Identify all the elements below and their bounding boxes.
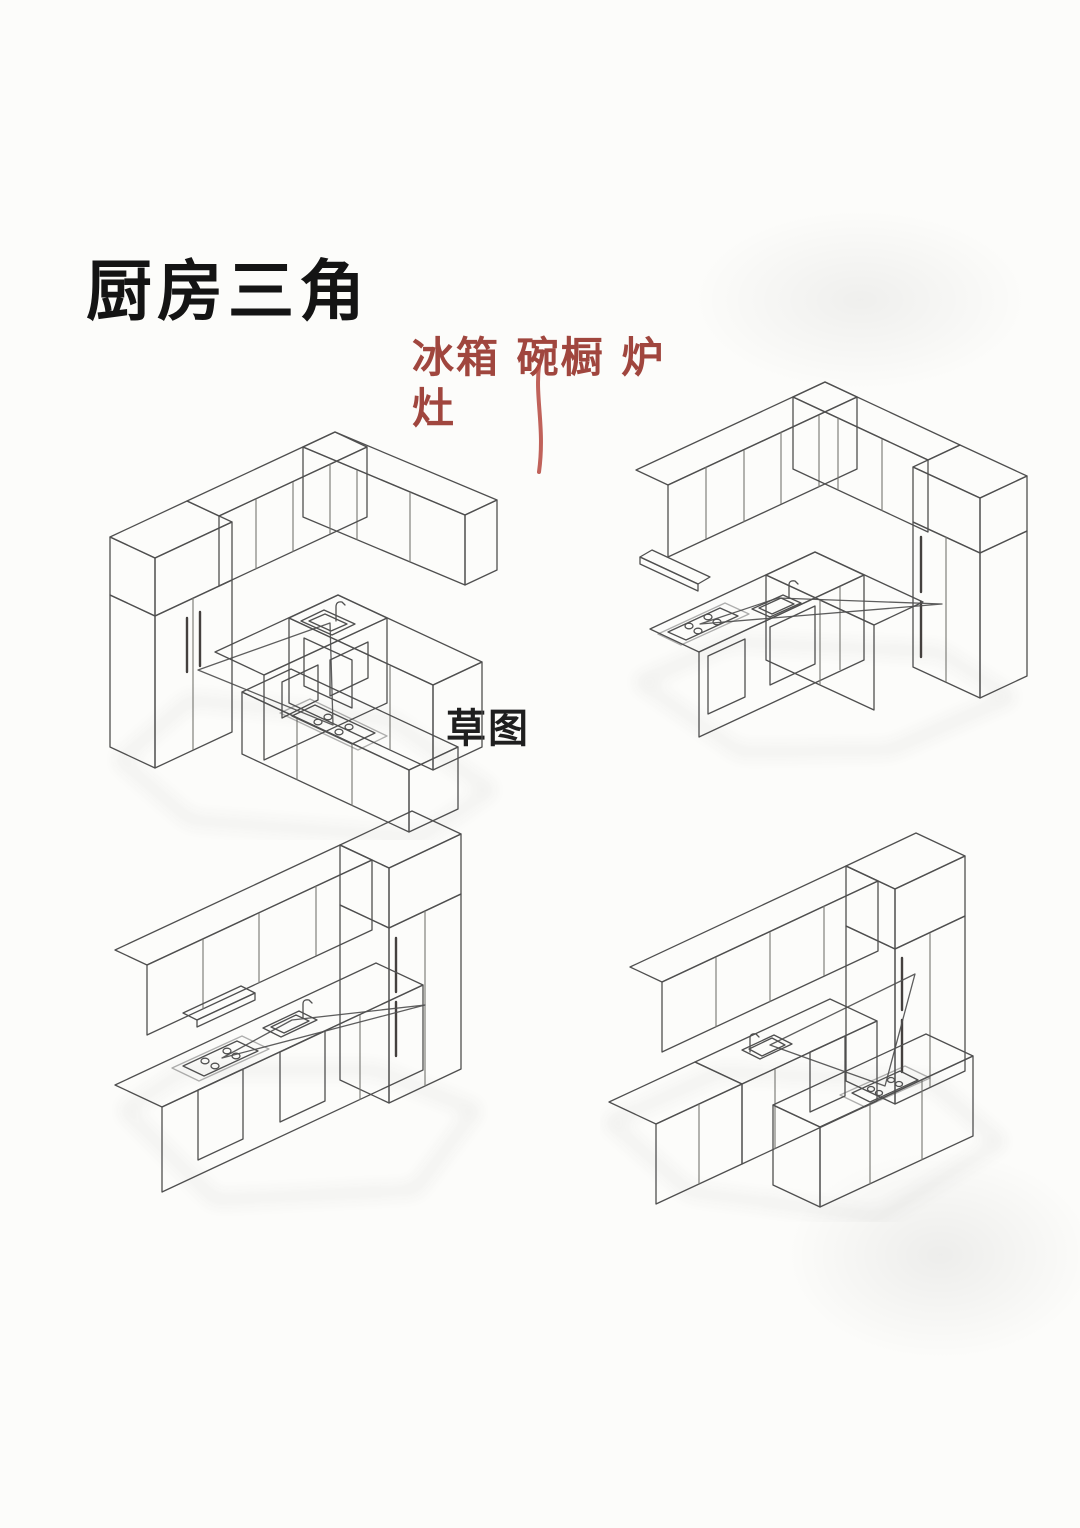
fridge-tall-cabinet (845, 832, 966, 1105)
base-cabinets-right-run (765, 551, 924, 711)
faucet-icon (749, 1033, 760, 1053)
sink (262, 999, 318, 1038)
page-title: 厨房三角 (86, 253, 370, 330)
sketch-label: 草图 (446, 706, 530, 752)
sink (741, 1033, 793, 1060)
faucet-icon (335, 601, 346, 622)
diagram-single-wall-kitchen (114, 810, 476, 1201)
base-cabinets-run (114, 962, 424, 1193)
cooktop (171, 1035, 270, 1082)
sink (300, 601, 356, 636)
peninsula-counter (241, 668, 459, 833)
work-triangle (221, 1004, 426, 1059)
work-triangle (769, 973, 916, 1087)
floor-shadow (119, 699, 491, 839)
diagram-l-shaped-kitchen (635, 381, 1028, 753)
wall-cabinets-right-run (302, 431, 498, 586)
floor-shadow (639, 641, 1011, 753)
cooktop (279, 698, 388, 751)
floor-shadow (609, 1071, 1001, 1218)
wall-cabinets-left-run (186, 431, 368, 587)
faucet-icon (302, 999, 313, 1019)
wall-cabinets-left-run (635, 381, 858, 558)
floor-shadow (124, 1069, 476, 1201)
base-cabinets-back-run (288, 594, 483, 771)
cooktop (839, 1065, 931, 1108)
fridge-tall-cabinet (109, 500, 233, 769)
wall-cabinets-run (114, 844, 373, 1036)
base-cabinets-left-run (214, 594, 388, 761)
island-counter (772, 1033, 974, 1208)
work-triangle (699, 597, 943, 625)
diagram-u-shaped-kitchen (109, 431, 498, 839)
annotation-arrow-icon (536, 364, 543, 474)
base-cabinets-left-run (649, 551, 865, 738)
wall-cabinets-run (629, 865, 879, 1053)
fridge-tall-cabinet (912, 444, 1028, 699)
base-cabinets-left-arm (608, 1061, 743, 1205)
diagram-island-kitchen (608, 832, 1001, 1218)
wall-shelf (182, 985, 256, 1028)
work-triangle (197, 622, 334, 726)
fridge-tall-cabinet (339, 810, 462, 1104)
wall-shelf (639, 549, 711, 592)
legend-line-2: 灶 (412, 384, 457, 434)
